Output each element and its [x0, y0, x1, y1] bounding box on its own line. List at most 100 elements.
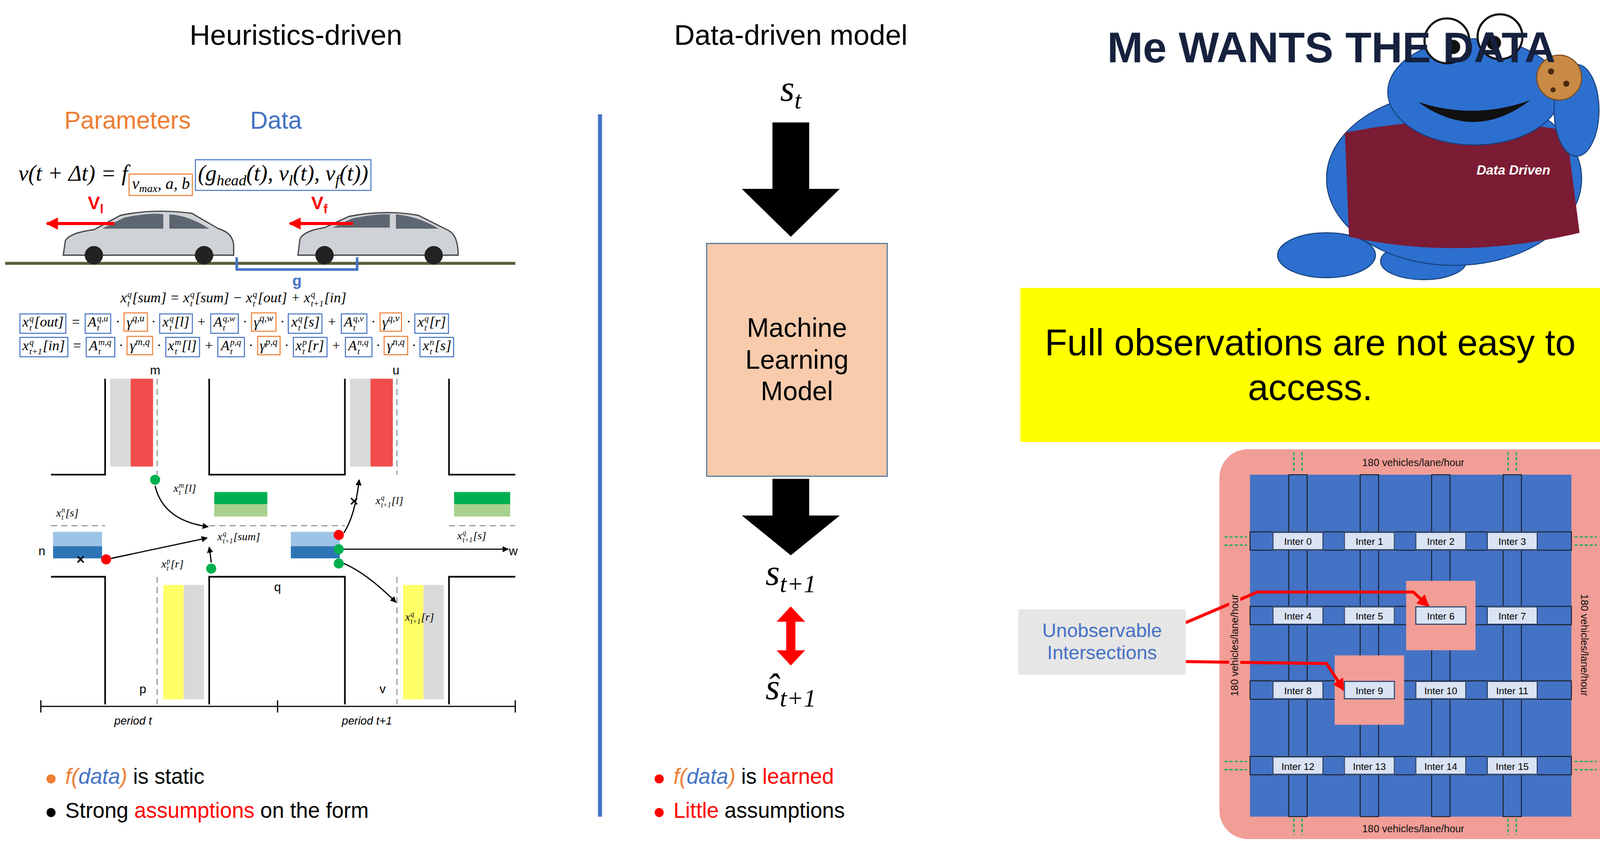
- intersection-diagram: [454, 491, 511, 504]
- road-grid: [1249, 474, 1572, 817]
- label-text: ·: [151, 314, 156, 330]
- car-figure: [46, 221, 115, 225]
- intersection-diagram: [205, 563, 217, 574]
- label-text: A: [89, 338, 98, 354]
- road-grid: [1249, 474, 1572, 817]
- label-text: x: [217, 529, 223, 543]
- label-text: [out] + x: [257, 289, 311, 306]
- script-pair: p,qt: [230, 338, 241, 356]
- road-grid: [1334, 655, 1405, 725]
- text-row: Data-driven model: [673, 18, 908, 54]
- term-box: vmax, a, b: [128, 173, 193, 196]
- label-text: x: [422, 338, 429, 354]
- node-text: Inter 2: [1427, 535, 1455, 547]
- label-text: q,u: [96, 314, 108, 324]
- label-text: [in]: [42, 338, 65, 354]
- label-text: t+1: [222, 537, 234, 546]
- label-text: [l]: [184, 481, 197, 495]
- intersection-box: Inter 12: [1272, 756, 1324, 775]
- label-text: ·: [249, 338, 253, 354]
- text-row: n: [38, 543, 46, 559]
- label-text: p,q: [230, 338, 241, 347]
- label-text: ·: [371, 314, 376, 330]
- label-text: =: [71, 314, 81, 330]
- label-text: q: [29, 338, 43, 347]
- node-text: Inter 5: [1355, 609, 1383, 621]
- label-text: t: [222, 323, 236, 333]
- text-row: f(data)is static: [65, 763, 205, 790]
- label-text: Heuristics-driven: [189, 19, 403, 51]
- label-text: n,q: [392, 336, 406, 347]
- label-text: γ: [253, 314, 260, 330]
- label-text: x: [56, 506, 62, 519]
- label-text: [s]: [303, 314, 320, 330]
- intersection-box: Inter 2: [1415, 531, 1467, 551]
- label-text: [r]: [421, 610, 434, 623]
- term-box: γq,v: [379, 312, 403, 333]
- car-figure: [101, 213, 210, 229]
- text-row: f(data)islearned: [673, 763, 834, 790]
- intersection-diagram: [454, 503, 511, 517]
- node-text: Inter 14: [1424, 759, 1458, 772]
- term-box: Ap,qt: [217, 337, 245, 358]
- intersection-box: Inter 14: [1415, 756, 1467, 775]
- intersection-diagram: [333, 529, 344, 541]
- term-box: xnt[s]: [419, 337, 455, 358]
- label-text: n: [429, 338, 435, 347]
- label-text: x: [162, 314, 169, 330]
- script-pair: nt: [61, 507, 66, 522]
- label-text: ·: [376, 338, 380, 354]
- label-text: +: [326, 314, 337, 330]
- label-text: q,v: [387, 313, 400, 324]
- text-row: st+1: [765, 550, 816, 599]
- intersection-box: Inter 10: [1415, 680, 1467, 700]
- label-text: , a, b: [157, 174, 190, 193]
- label-text: Me WANTS THE DATA: [1107, 23, 1556, 72]
- text-row: period t: [114, 714, 152, 728]
- label-text: t+1: [410, 618, 421, 626]
- label-text: p: [166, 558, 171, 566]
- node-text: Inter 10: [1424, 684, 1458, 696]
- road-grid: [1249, 680, 1572, 700]
- road-grid: [1574, 768, 1597, 770]
- column-divider: [598, 114, 603, 817]
- label-text: Data Driven: [1476, 162, 1551, 178]
- label-text: l: [288, 171, 293, 189]
- intersection-diagram: [53, 531, 102, 547]
- cookie-monster: [1277, 232, 1376, 278]
- text-row: xqt[out]=Aq,ut·γq,u·xqt[l]+Aq,wt·γq,w·xq…: [18, 312, 451, 334]
- intersection-diagram: [50, 378, 516, 704]
- label-text: (t), v: [246, 160, 289, 186]
- intersection-box: Inter 15: [1486, 756, 1538, 775]
- road-grid: [1405, 580, 1476, 651]
- label-text: v: [131, 174, 139, 193]
- node-text: Machine Learning Model: [715, 311, 879, 408]
- script-pair: mt: [178, 482, 184, 497]
- label-text: x: [457, 528, 463, 542]
- label-text: A: [343, 314, 353, 330]
- term-box: xqt[r]: [414, 313, 449, 334]
- script-pair: qt: [169, 314, 175, 333]
- label-text: t: [29, 323, 34, 333]
- label-text: t: [174, 346, 181, 356]
- label-text: learned: [762, 764, 834, 789]
- intersection-diagram: [130, 378, 154, 466]
- callout-box: Unobservable Intersections: [1018, 609, 1186, 675]
- label-text: t: [127, 299, 132, 308]
- label-text: p,q: [265, 336, 278, 347]
- script-pair: qt: [189, 289, 195, 308]
- label-text: n: [61, 507, 66, 515]
- script-pair: qt: [29, 314, 34, 333]
- label-text: A: [87, 314, 97, 330]
- intersection-box: Inter 11: [1486, 680, 1538, 700]
- label-text: Little: [673, 797, 719, 822]
- script-pair: m,qt: [98, 338, 112, 356]
- label-text: m,q: [135, 336, 150, 347]
- car-figure: [332, 214, 439, 229]
- label-text: x: [173, 481, 179, 495]
- car-figure: [84, 246, 104, 265]
- intersection-diagram: [163, 584, 184, 700]
- intersection-diagram: [214, 503, 268, 517]
- term-box: γm,q: [126, 335, 153, 356]
